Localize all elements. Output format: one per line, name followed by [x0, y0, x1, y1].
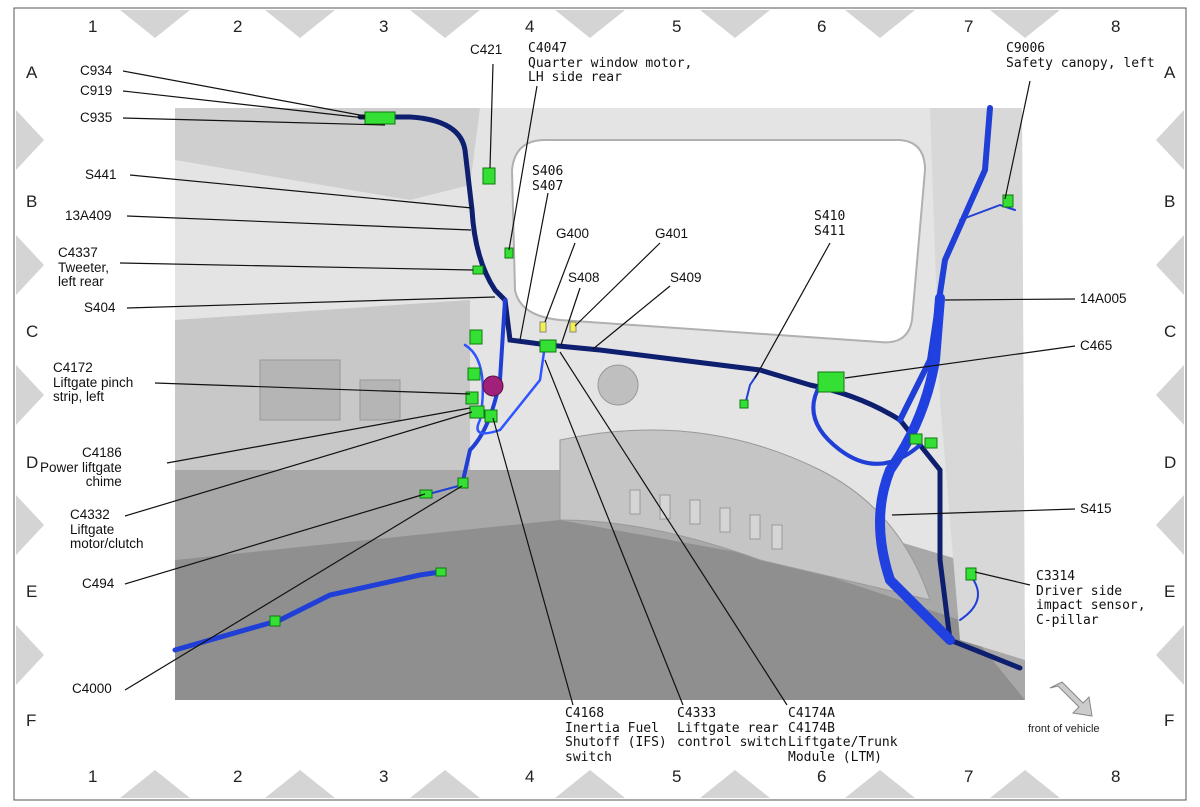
- col-label-5: 5: [672, 17, 682, 36]
- row-label-a-right: A: [1164, 63, 1176, 82]
- callout-s415: S415: [1080, 501, 1112, 516]
- callout-s410: S410 S411: [814, 209, 846, 239]
- callout-c9006: C9006 Safety canopy, left: [1006, 41, 1155, 71]
- border-frame: [13, 7, 1187, 801]
- leader-lines: [119, 63, 1076, 706]
- callout-s406: S406 S407: [532, 164, 564, 194]
- callout-g400: G400: [556, 226, 590, 241]
- callout-c4337: C4337 Tweeter, left rear: [58, 245, 110, 289]
- callout-s404: S404: [84, 300, 116, 315]
- col-label-3: 3: [379, 17, 389, 36]
- callout-c4186: C4186 Power liftgate chime: [40, 445, 122, 489]
- row-label-d: D: [26, 453, 39, 472]
- col-label-4-bottom: 4: [525, 767, 535, 786]
- callout-g401: G401: [655, 226, 689, 241]
- col-label-8-bottom: 8: [1111, 767, 1121, 786]
- connectors: [269, 111, 1014, 627]
- callout-c4332: C4332 Liftgate motor/clutch: [70, 507, 144, 551]
- col-label-6-bottom: 6: [817, 767, 827, 786]
- callout-c4172: C4172 Liftgate pinch strip, left: [53, 360, 134, 404]
- row-label-f-right: F: [1164, 711, 1175, 730]
- callout-s409: S409: [670, 270, 702, 285]
- col-label-8: 8: [1111, 17, 1121, 36]
- row-label-b-right: B: [1164, 192, 1176, 211]
- front-arrow-icon: [1049, 681, 1093, 717]
- zone-markers: [16, 10, 1184, 798]
- col-label-2-bottom: 2: [233, 767, 243, 786]
- col-label-2: 2: [233, 17, 243, 36]
- callout-c4047: C4047 Quarter window motor, LH side rear: [528, 41, 693, 85]
- col-label-4: 4: [525, 17, 535, 36]
- callout-c934: C934: [80, 63, 113, 78]
- row-label-e-right: E: [1164, 582, 1176, 601]
- callout-c919: C919: [80, 83, 113, 98]
- callout-c494: C494: [82, 576, 115, 591]
- col-label-3-bottom: 3: [379, 767, 389, 786]
- row-label-c-right: C: [1164, 322, 1177, 341]
- col-label-1: 1: [88, 17, 98, 36]
- col-label-7-bottom: 7: [964, 767, 974, 786]
- callout-c4000: C4000: [72, 681, 112, 696]
- callout-c465: C465: [1080, 338, 1113, 353]
- callout-c935: C935: [80, 110, 113, 125]
- callout-s441: S441: [85, 167, 117, 182]
- callout-c3314: C3314 Driver side impact sensor, C-pilla…: [1036, 569, 1146, 628]
- row-label-a: A: [26, 63, 38, 82]
- callout-c4174: C4174A C4174B Liftgate/Trunk Module (LTM…: [788, 706, 898, 765]
- row-label-e: E: [26, 582, 38, 601]
- chime-module: [482, 375, 504, 397]
- row-label-f: F: [26, 711, 37, 730]
- callout-13a409: 13A409: [65, 208, 112, 223]
- col-label-6: 6: [817, 17, 827, 36]
- row-label-b: B: [26, 192, 38, 211]
- col-label-5-bottom: 5: [672, 767, 682, 786]
- row-label-c: C: [26, 322, 39, 341]
- col-label-1-bottom: 1: [88, 767, 98, 786]
- front-of-vehicle-label: front of vehicle: [1028, 723, 1100, 735]
- callout-14a005: 14A005: [1080, 291, 1127, 306]
- callout-s408: S408: [568, 270, 600, 285]
- col-label-7: 7: [964, 17, 974, 36]
- callout-c4168: C4168 Inertia Fuel Shutoff (IFS) switch: [565, 706, 667, 765]
- row-label-d-right: D: [1164, 453, 1177, 472]
- callout-c421: C421: [470, 42, 503, 57]
- callout-c4333: C4333 Liftgate rear control switch: [677, 706, 787, 750]
